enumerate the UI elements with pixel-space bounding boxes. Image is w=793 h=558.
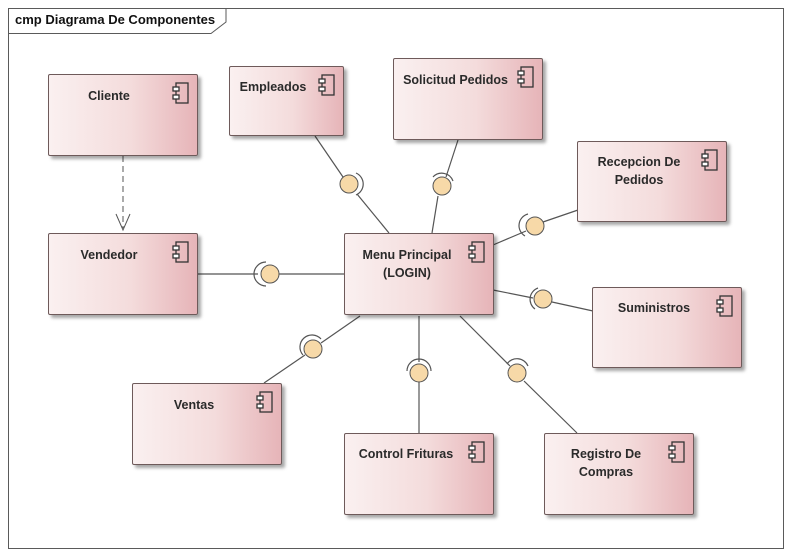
component-ventas[interactable]: Ventas [132, 383, 282, 465]
component-label: Recepcion De Pedidos [597, 155, 681, 187]
component-solicitud-pedidos[interactable]: Solicitud Pedidos [393, 58, 543, 140]
component-label: Vendedor [80, 248, 138, 262]
component-control-frituras[interactable]: Control Frituras [344, 433, 494, 515]
component-label: Registro De Compras [570, 447, 642, 479]
dependency-cliente-vendedor[interactable] [115, 156, 131, 232]
component-label: Control Frituras [358, 447, 454, 461]
component-vendedor[interactable]: Vendedor [48, 233, 198, 315]
connector-ventas[interactable] [263, 315, 361, 384]
connector-empleados[interactable] [314, 135, 390, 234]
component-icon [668, 441, 685, 463]
component-recepcion-pedidos[interactable]: Recepcion De Pedidos [577, 141, 727, 222]
component-label: Cliente [88, 89, 130, 103]
connector-solicitud-pedidos[interactable] [431, 139, 459, 234]
component-icon [468, 441, 485, 463]
component-icon [517, 66, 534, 88]
title-tab [8, 8, 227, 34]
component-empleados[interactable]: Empleados [229, 66, 344, 136]
component-icon [172, 82, 189, 104]
component-registro-compras[interactable]: Registro De Compras [544, 433, 694, 515]
component-icon [701, 149, 718, 171]
component-cliente[interactable]: Cliente [48, 74, 198, 156]
component-label: Menu Principal (LOGIN) [362, 248, 452, 280]
component-label: Suministros [617, 301, 691, 315]
connector-recepcion-pedidos[interactable] [492, 209, 579, 246]
component-icon [716, 295, 733, 317]
component-suministros[interactable]: Suministros [592, 287, 742, 368]
connector-registro-compras[interactable] [459, 315, 578, 434]
connector-suministros[interactable] [492, 287, 594, 312]
component-label: Ventas [173, 398, 215, 412]
component-menu-principal[interactable]: Menu Principal (LOGIN) [344, 233, 494, 315]
component-label: Empleados [239, 80, 307, 94]
component-icon [172, 241, 189, 263]
component-icon [318, 74, 335, 96]
diagram-title: cmp Diagrama De Componentes [15, 12, 216, 27]
component-icon [256, 391, 273, 413]
connector-vendedor[interactable] [198, 261, 344, 287]
connector-control-frituras[interactable] [406, 316, 432, 433]
component-icon [468, 241, 485, 263]
component-label: Solicitud Pedidos [403, 73, 508, 87]
